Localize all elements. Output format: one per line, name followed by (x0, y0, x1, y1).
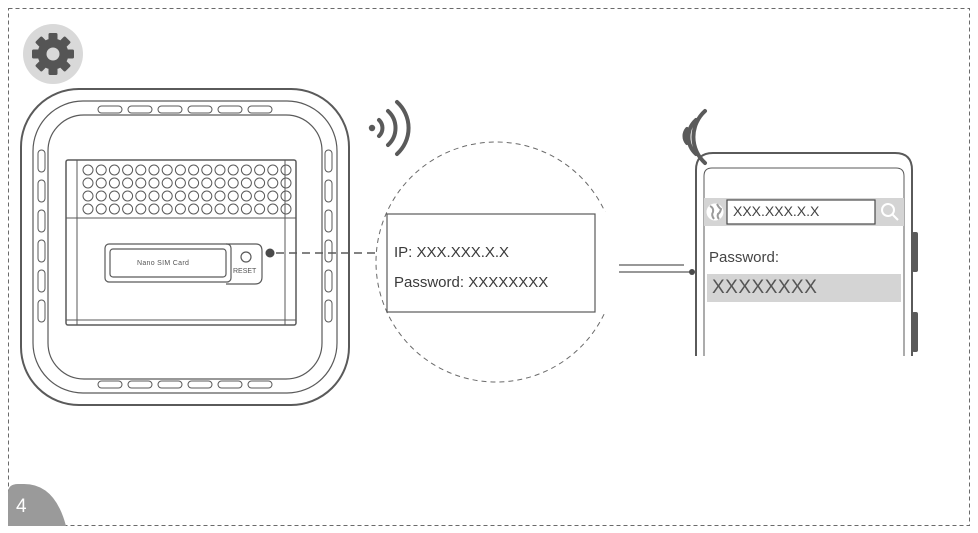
vent-hole (254, 190, 266, 202)
vent-hole (188, 190, 200, 202)
vent-hole (227, 177, 239, 189)
vent-hole (135, 190, 147, 202)
vent-hole (201, 190, 213, 202)
phone-screen (703, 167, 905, 356)
router-top-panel (65, 159, 297, 326)
vent-hole (135, 203, 147, 215)
phone-side-button (912, 232, 918, 272)
vent-hole (201, 177, 213, 189)
reset-label: RESET (233, 268, 257, 275)
sim-card-slot (104, 243, 232, 283)
password-field[interactable] (707, 274, 901, 302)
vent-hole (240, 190, 252, 202)
vent-hole (122, 190, 134, 202)
connector-dot (265, 248, 275, 258)
vent-hole (108, 190, 120, 202)
router-outer-shell (20, 88, 350, 406)
phone-password-label: Password: (709, 249, 780, 266)
vent-hole (108, 164, 120, 176)
step-badge (8, 484, 66, 526)
vent-hole (267, 203, 279, 215)
vent-hole (108, 177, 120, 189)
router-vent-slots (37, 105, 333, 389)
vent-hole (95, 190, 107, 202)
vent-hole (174, 203, 186, 215)
vent-hole (148, 164, 160, 176)
vent-hole (135, 177, 147, 189)
vent-hole (227, 190, 239, 202)
vent-hole (280, 203, 292, 215)
vent-hole (95, 164, 107, 176)
vent-hole (254, 177, 266, 189)
gear-icon (23, 24, 83, 84)
vent-hole (240, 177, 252, 189)
reset-button-hole (226, 243, 263, 285)
vent-hole (227, 203, 239, 215)
router-device (20, 88, 350, 406)
globe-icon (706, 203, 724, 221)
vent-hole (95, 177, 107, 189)
vent-hole (240, 203, 252, 215)
wifi-signal-icon (368, 100, 411, 156)
vent-hole (280, 190, 292, 202)
router-label-card (386, 213, 596, 313)
vent-hole (82, 190, 94, 202)
vent-hole (122, 177, 134, 189)
vent-hole (227, 164, 239, 176)
vent-hole (214, 177, 226, 189)
phone-side-button (912, 312, 918, 352)
sim-slot-label: Nano SIM Card (137, 260, 190, 267)
vent-hole (254, 164, 266, 176)
phone-password-value: XXXXXXXX (712, 277, 818, 298)
vent-hole (161, 190, 173, 202)
vent-hole (82, 203, 94, 215)
vent-hole (95, 203, 107, 215)
dashed-border (8, 8, 970, 526)
vent-hole (174, 190, 186, 202)
vent-hole (240, 164, 252, 176)
ip-address-text: IP: XXX.XXX.X.X (394, 244, 510, 261)
vent-hole (188, 203, 200, 215)
url-text: XXX.XXX.X.X (733, 203, 820, 219)
router-vent-holes (82, 164, 292, 215)
vent-hole (148, 203, 160, 215)
vent-hole (188, 177, 200, 189)
vent-hole (214, 164, 226, 176)
smartphone (695, 152, 918, 356)
search-icon[interactable] (881, 203, 899, 221)
step-number: 4 (16, 496, 27, 517)
vent-hole (201, 164, 213, 176)
vent-hole (174, 164, 186, 176)
vent-hole (148, 190, 160, 202)
vent-hole (82, 177, 94, 189)
vent-hole (267, 177, 279, 189)
vent-hole (161, 203, 173, 215)
phone-connector-dot (689, 269, 695, 275)
vent-hole (174, 177, 186, 189)
vent-hole (122, 164, 134, 176)
phone-outer-frame (695, 152, 913, 356)
router-inner-shell (32, 100, 338, 394)
vent-hole (82, 164, 94, 176)
password-text: Password: XXXXXXXX (394, 274, 549, 291)
vent-hole (188, 164, 200, 176)
vent-hole (214, 190, 226, 202)
vent-hole (161, 177, 173, 189)
vent-hole (267, 164, 279, 176)
vent-hole (148, 177, 160, 189)
vent-hole (161, 164, 173, 176)
vent-hole (280, 177, 292, 189)
address-input[interactable] (726, 199, 876, 225)
vent-hole (267, 190, 279, 202)
vent-hole (108, 203, 120, 215)
vent-hole (122, 203, 134, 215)
vent-hole (214, 203, 226, 215)
vent-hole (254, 203, 266, 215)
vent-hole (201, 203, 213, 215)
vent-hole (135, 164, 147, 176)
router-body (47, 114, 323, 380)
vent-hole (280, 164, 292, 176)
